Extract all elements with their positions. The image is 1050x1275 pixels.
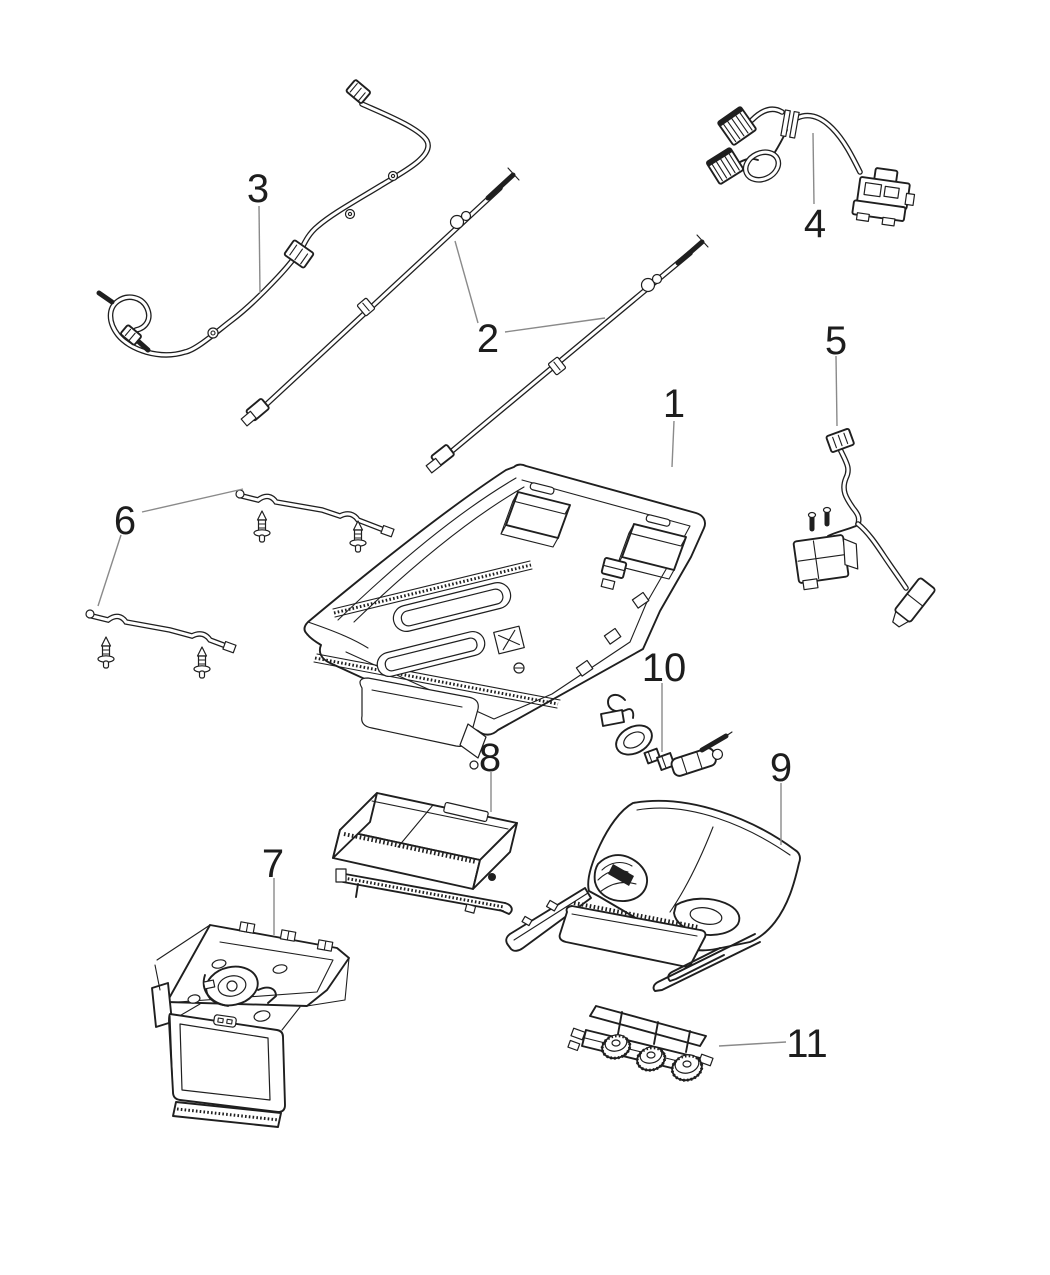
callout-label-9: 9 <box>770 746 792 790</box>
callout-label-3: 3 <box>247 167 269 211</box>
console-mount-slot <box>392 582 512 632</box>
part-antenna-cable-b <box>425 234 709 474</box>
harness-clip <box>387 170 399 182</box>
callout-9: 9 <box>770 746 792 845</box>
rotary-knob <box>635 1046 667 1072</box>
part-lamp-sensor-pigtail <box>600 694 733 777</box>
part-switch-pod <box>567 1005 714 1082</box>
rotary-knob <box>600 1034 632 1060</box>
pigtail-connector <box>670 747 724 777</box>
harness-clip <box>207 327 219 339</box>
callout-6: 6 <box>97 488 244 607</box>
push-pin-screw <box>97 636 115 669</box>
callout-label-4: 4 <box>804 202 826 246</box>
part-wiring-harness <box>96 79 431 358</box>
console-mount-slot <box>376 630 486 678</box>
callout-label-7: 7 <box>262 842 284 886</box>
connector-end <box>892 577 936 628</box>
callout-label-6: 6 <box>114 499 136 543</box>
push-pin-screw <box>193 646 211 679</box>
part-overhead-console-housing <box>303 463 706 770</box>
callout-3: 3 <box>247 167 269 294</box>
rotary-knob <box>670 1054 704 1082</box>
callout-label-2: 2 <box>477 317 499 361</box>
part-antenna-cable-a <box>240 167 520 427</box>
connector-box <box>792 534 859 591</box>
large-connector <box>851 167 916 227</box>
callout-2: 2 <box>454 240 606 361</box>
callout-5: 5 <box>825 319 847 427</box>
console-bin-opening <box>616 514 687 580</box>
harness-clip <box>344 208 356 220</box>
callout-11: 11 <box>718 1022 828 1066</box>
part-wiring-jumper-connectors <box>706 106 916 227</box>
callout-label-11: 11 <box>786 1022 828 1066</box>
push-pin-screw <box>349 520 367 553</box>
callout-10: 10 <box>642 646 687 752</box>
callout-7: 7 <box>262 842 284 935</box>
ribbed-connector <box>717 106 757 146</box>
console-bin-opening <box>500 482 571 548</box>
push-pin-screw <box>253 510 271 543</box>
callout-label-1: 1 <box>663 382 685 426</box>
part-rear-console-housing <box>505 799 801 992</box>
callout-label-10: 10 <box>642 646 687 690</box>
callout-label-5: 5 <box>825 319 847 363</box>
part-dvd-player-module <box>332 792 518 915</box>
part-video-screen-unit <box>151 921 350 1128</box>
part-wiring-pigtail <box>792 427 936 628</box>
part-mounting-brackets <box>85 489 395 679</box>
callout-8: 8 <box>479 736 501 812</box>
callout-1: 1 <box>663 382 685 468</box>
ribbed-connector <box>706 147 744 185</box>
callout-label-8: 8 <box>479 736 501 780</box>
callout-4: 4 <box>804 132 826 246</box>
